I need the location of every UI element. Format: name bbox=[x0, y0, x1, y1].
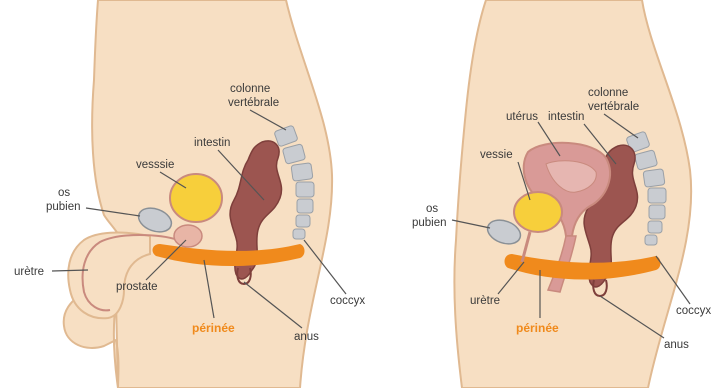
male-prostate bbox=[174, 225, 202, 247]
female-label-anus: anus bbox=[664, 339, 689, 351]
male-label-os-2: pubien bbox=[46, 201, 81, 213]
female-label-colonne-1: colonne bbox=[588, 87, 628, 99]
female-label-coccyx: coccyx bbox=[676, 305, 711, 317]
female-label-vessie: vessie bbox=[480, 149, 513, 161]
female-figure: colonne vertébrale utérus intestin vessi… bbox=[412, 0, 711, 388]
female-label-uterus: utérus bbox=[506, 111, 538, 123]
male-bladder bbox=[170, 174, 222, 222]
male-label-perinee: périnée bbox=[192, 321, 235, 335]
male-label-prostate: prostate bbox=[116, 281, 158, 293]
male-label-colonne-1: colonne bbox=[230, 83, 270, 95]
male-label-colonne-2: vertébrale bbox=[228, 97, 279, 109]
female-label-uretre: urètre bbox=[470, 295, 500, 307]
female-bladder bbox=[514, 192, 562, 232]
female-label-perinee: périnée bbox=[516, 321, 559, 335]
male-figure: colonne vertébrale intestin vesssie os p… bbox=[14, 0, 365, 388]
female-label-os-2: pubien bbox=[412, 217, 447, 229]
male-label-uretre: urètre bbox=[14, 266, 44, 278]
male-label-coccyx: coccyx bbox=[330, 295, 365, 307]
female-label-colonne-2: vertébrale bbox=[588, 101, 639, 113]
male-label-anus: anus bbox=[294, 331, 319, 343]
female-label-intestin: intestin bbox=[548, 111, 584, 123]
male-label-intestin: intestin bbox=[194, 137, 230, 149]
male-label-os-1: os bbox=[58, 187, 70, 199]
female-label-os-1: os bbox=[426, 203, 438, 215]
male-label-vessie: vesssie bbox=[136, 159, 174, 171]
